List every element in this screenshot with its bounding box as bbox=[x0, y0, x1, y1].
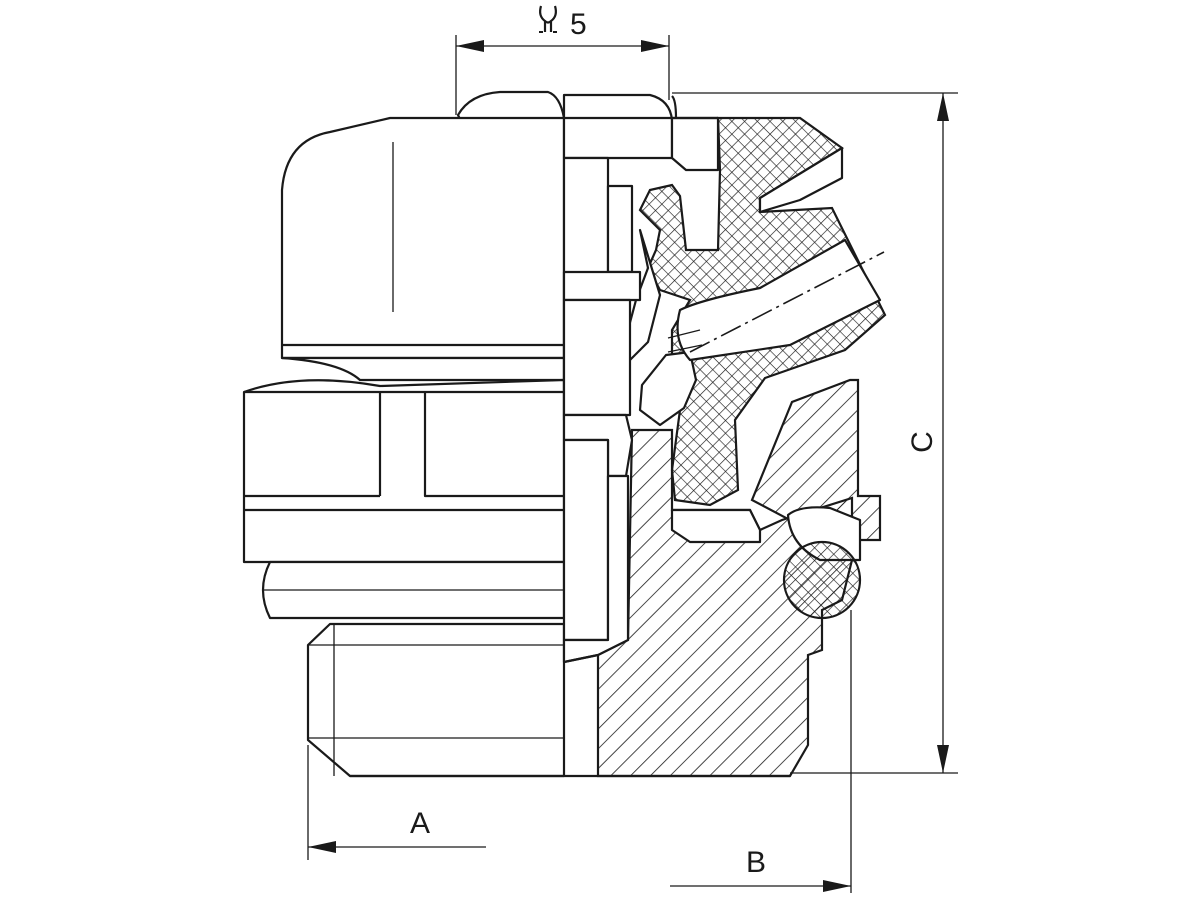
hex-body bbox=[242, 378, 566, 564]
exterior-view bbox=[242, 90, 566, 778]
wrench-size-label: 5 bbox=[570, 8, 587, 41]
dim-b-label: B bbox=[746, 846, 766, 879]
dimension-wrench-size: 5 bbox=[455, 5, 670, 115]
wrench-icon bbox=[539, 5, 557, 33]
section-view bbox=[350, 93, 887, 778]
o-ring-section bbox=[782, 540, 862, 620]
dimension-a: A bbox=[307, 745, 486, 860]
thread bbox=[306, 622, 566, 778]
seal-ring bbox=[280, 356, 566, 382]
dim-c-label: C bbox=[906, 431, 939, 453]
dim-a-label: A bbox=[410, 807, 430, 840]
dimension-b: B bbox=[670, 610, 852, 893]
cap-nut-body bbox=[280, 116, 566, 360]
cable-bore bbox=[676, 238, 882, 362]
dimension-c: C bbox=[672, 92, 958, 774]
